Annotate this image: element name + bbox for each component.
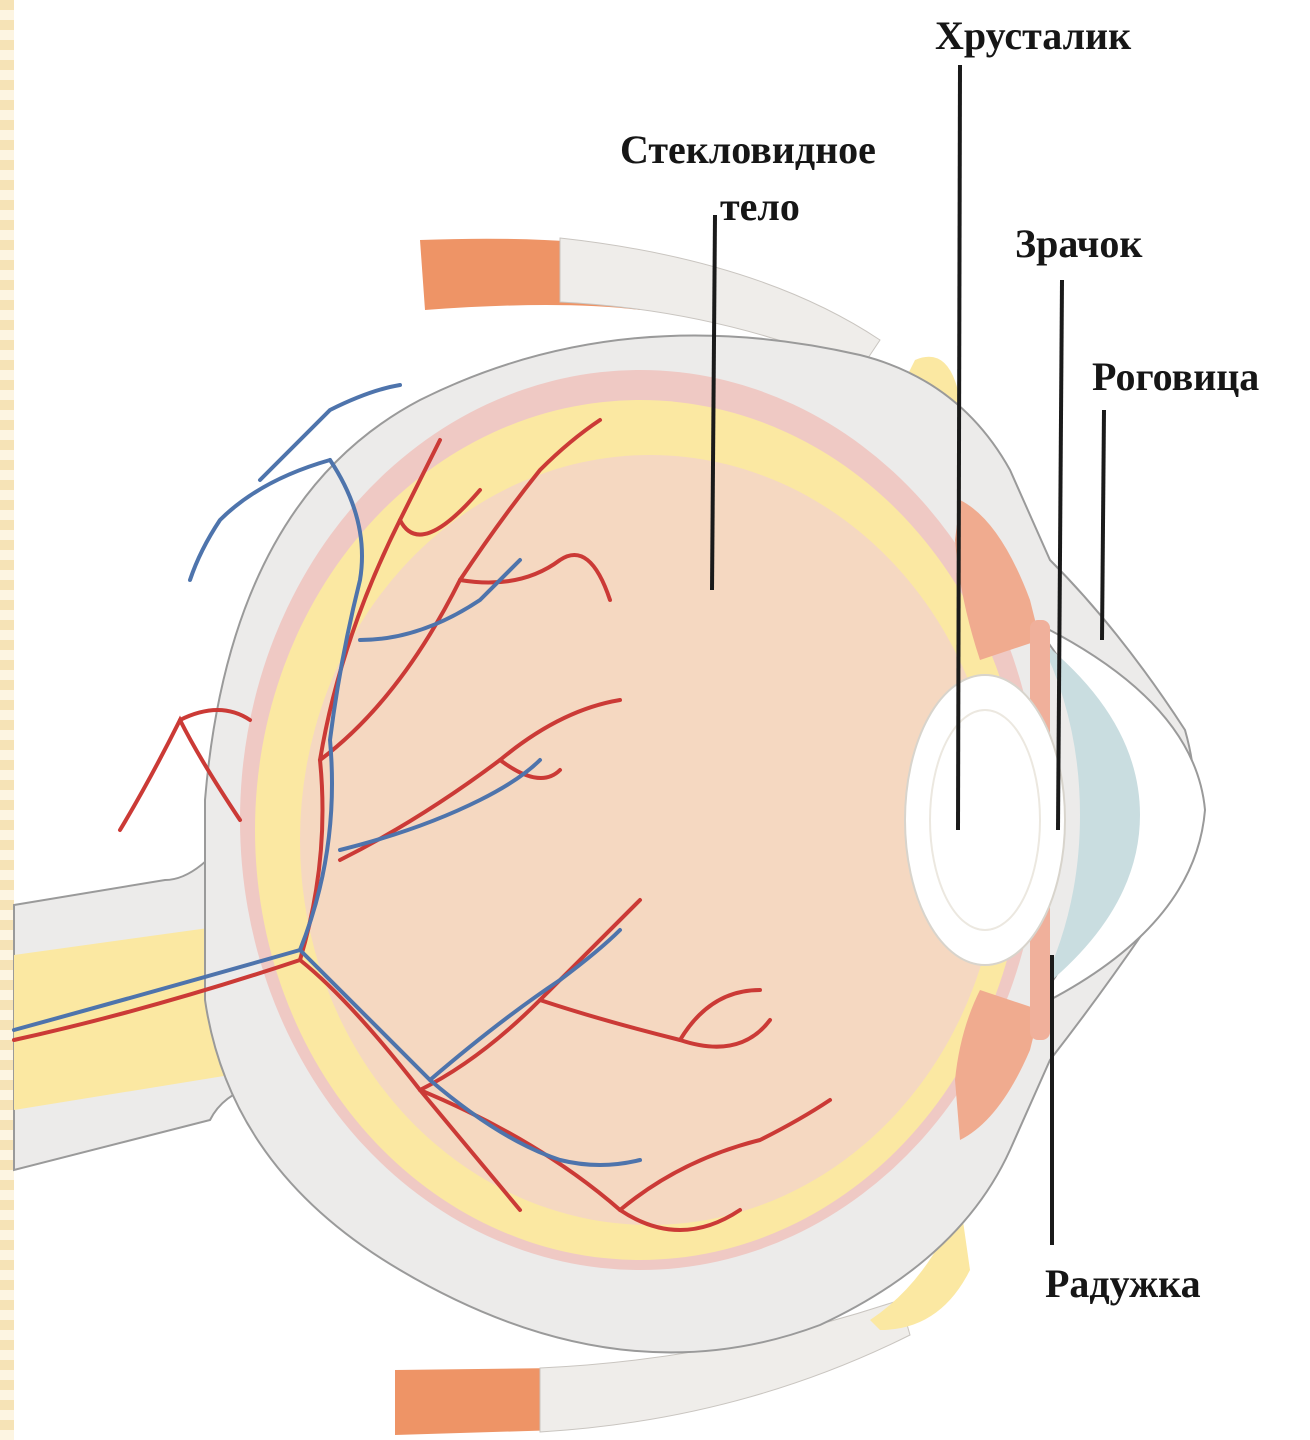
leader-cornea xyxy=(1102,410,1104,640)
label-iris: Радужка xyxy=(1045,1262,1201,1306)
leader-lens xyxy=(958,65,960,830)
label-vitreous-line2: тело xyxy=(720,185,800,229)
label-pupil: Зрачок xyxy=(1015,222,1142,266)
vitreous-body xyxy=(300,455,1000,1225)
label-cornea: Роговица xyxy=(1092,355,1259,399)
label-lens: Хрусталик xyxy=(935,14,1131,58)
label-vitreous-line1: Стекловидное xyxy=(620,128,876,172)
